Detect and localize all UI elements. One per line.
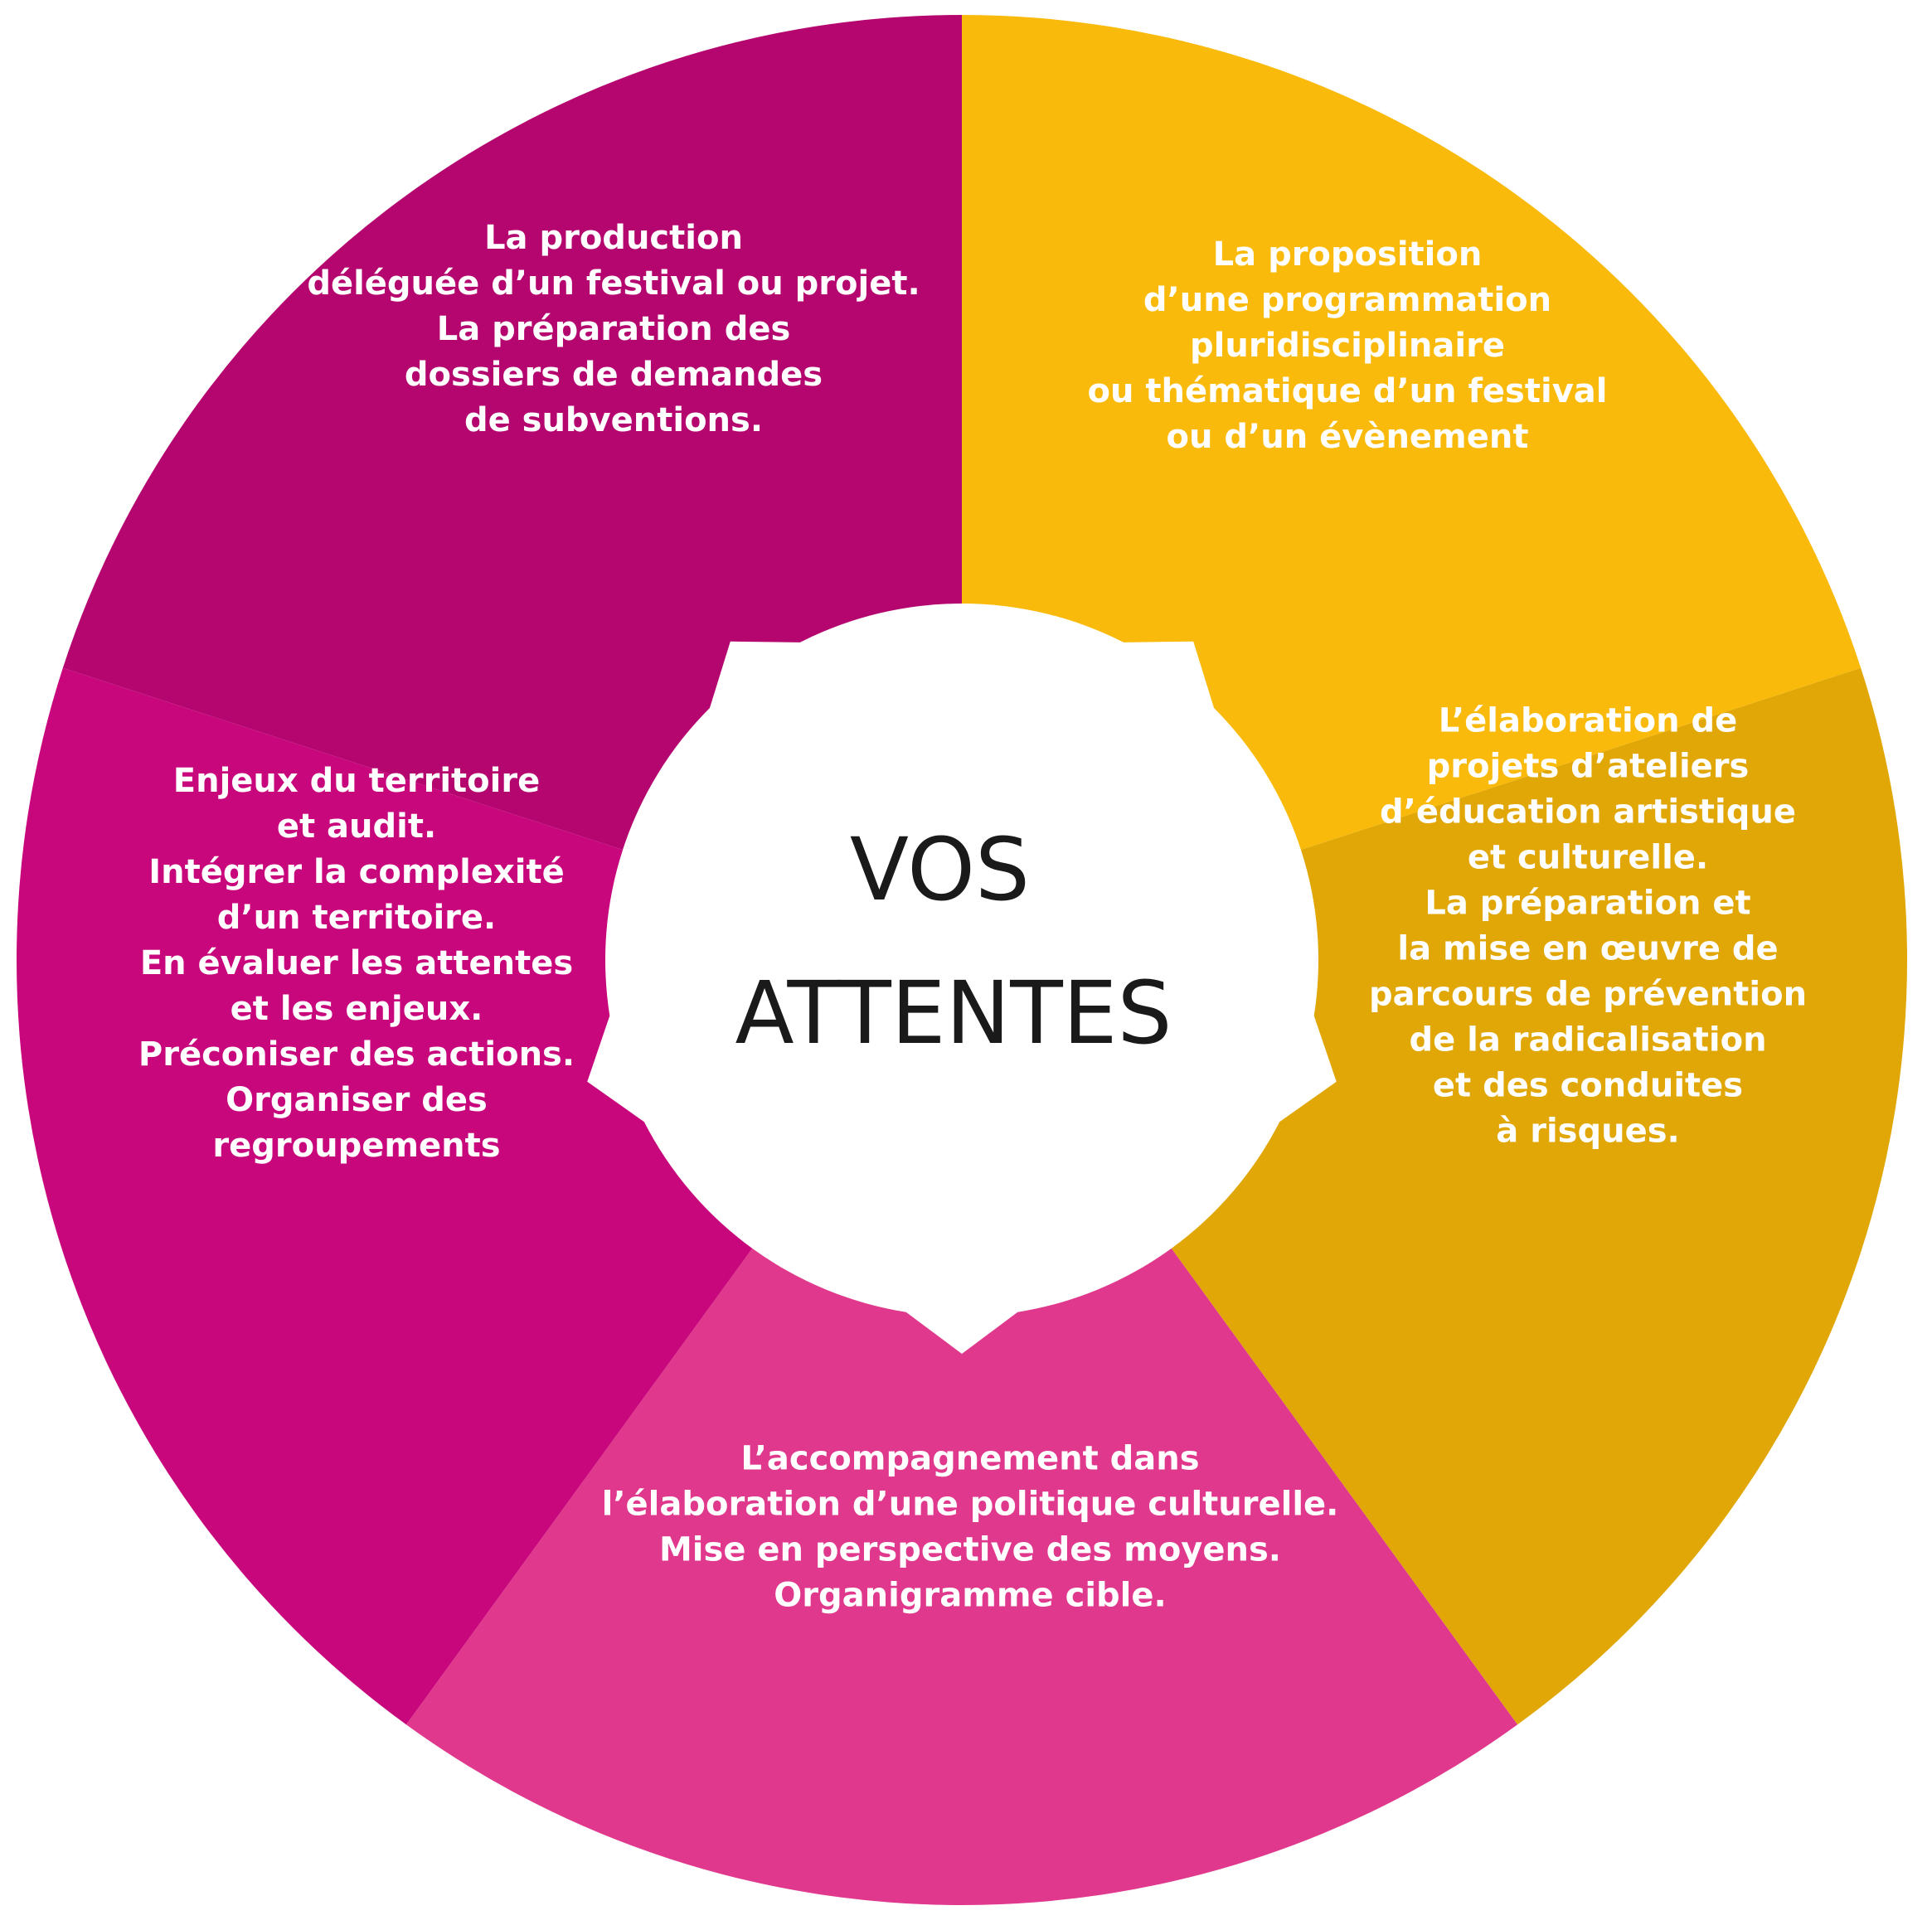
segment-line: pluridisciplinaire — [1190, 327, 1505, 365]
segment-line: et audit. — [277, 807, 436, 846]
segment-line: La préparation et — [1425, 885, 1750, 923]
segment-line: déléguée d’un festival ou projet. — [307, 264, 920, 303]
segment-line: et les enjeux. — [231, 990, 483, 1028]
segment-line: La proposition — [1213, 235, 1483, 274]
segment-line: En évaluer les attentes — [140, 944, 573, 982]
segment-line: Organigramme cible. — [774, 1577, 1166, 1615]
segment-programmation-text: La proposition d’une programmation pluridi… — [1088, 235, 1608, 456]
segment-line: d’un territoire. — [217, 899, 496, 937]
segment-line: Enjeux du territoire — [173, 762, 540, 800]
segment-line: d’éducation artistique — [1380, 793, 1796, 832]
center-circle-with-arrows — [587, 604, 1337, 1354]
segment-production-text: La production déléguée d’un festival ou p… — [307, 219, 920, 439]
segment-line: projets d’ateliers — [1427, 748, 1750, 786]
segment-line: L’élaboration de — [1439, 702, 1738, 740]
segment-line: d’une programmation — [1143, 281, 1551, 319]
segment-line: parcours de prévention — [1369, 976, 1807, 1014]
segment-line: ou thématique d’un festival — [1088, 372, 1608, 410]
segment-line: Organiser des — [226, 1081, 488, 1119]
segment-line: Intégrer la complexité — [148, 853, 564, 891]
segment-line: dossiers de demandes — [405, 356, 823, 394]
segment-line: à risques. — [1496, 1113, 1679, 1151]
segment-education-text: L’élaboration de projets d’ateliers d’éduc… — [1369, 702, 1807, 1151]
segment-politique: L’accompagnement dans l’élaboration d’une… — [405, 960, 1518, 1905]
segment-line: L’accompagnement dans — [740, 1440, 1199, 1478]
center-title: VOS ATTENTES — [735, 819, 1172, 1064]
segment-line: La production — [484, 219, 743, 257]
segment-line: regroupements — [212, 1127, 500, 1165]
segment-line: de subventions. — [464, 401, 763, 439]
segment-line: l’élaboration d’une politique culturelle… — [602, 1486, 1339, 1524]
segment-line: et culturelle. — [1468, 839, 1708, 877]
segment-line: la mise en œuvre de — [1397, 930, 1778, 968]
segment-territoire-text: Enjeux du territoire et audit. Intégrer la… — [138, 762, 575, 1165]
segment-line: de la radicalisation — [1409, 1021, 1766, 1059]
segment-line: La préparation des — [437, 310, 791, 348]
segment-line: et des conduites — [1433, 1067, 1743, 1105]
center-title-line-2: ATTENTES — [735, 963, 1172, 1064]
center-title-line-1: VOS — [850, 819, 1030, 920]
segment-line: ou d’un évènement — [1167, 418, 1529, 456]
segment-politique-shape — [405, 960, 1518, 1905]
segment-politique-text: L’accompagnement dans l’élaboration d’une… — [602, 1440, 1339, 1615]
segment-line: Préconiser des actions. — [138, 1035, 575, 1074]
segment-line: Mise en perspective des moyens. — [659, 1531, 1281, 1569]
